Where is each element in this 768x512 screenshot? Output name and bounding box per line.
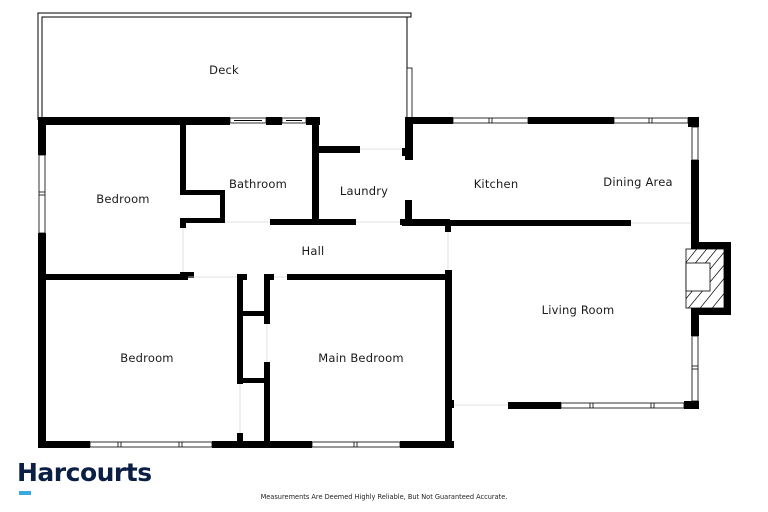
logo-accent-bar <box>19 491 31 495</box>
room-label-bedroom-2: Bedroom <box>120 351 174 365</box>
room-label-living-room: Living Room <box>541 303 615 317</box>
windows <box>38 117 699 448</box>
room-label-main-bedroom: Main Bedroom <box>318 351 404 365</box>
room-label-bathroom: Bathroom <box>228 177 288 191</box>
walls <box>38 117 731 448</box>
room-label-bedroom: Bedroom <box>96 192 150 206</box>
room-label-hall: Hall <box>301 244 325 258</box>
room-label-laundry: Laundry <box>339 184 389 198</box>
harcourts-logo: Harcourts <box>17 458 152 487</box>
fireplace <box>685 248 725 309</box>
room-label-deck: Deck <box>209 63 239 77</box>
door-openings <box>182 148 691 433</box>
room-label-kitchen: Kitchen <box>473 177 519 191</box>
measurement-disclaimer: Measurements Are Deemed Highly Reliable,… <box>260 493 508 501</box>
deck-outline <box>37 12 413 121</box>
room-label-dining-area: Dining Area <box>603 175 673 189</box>
